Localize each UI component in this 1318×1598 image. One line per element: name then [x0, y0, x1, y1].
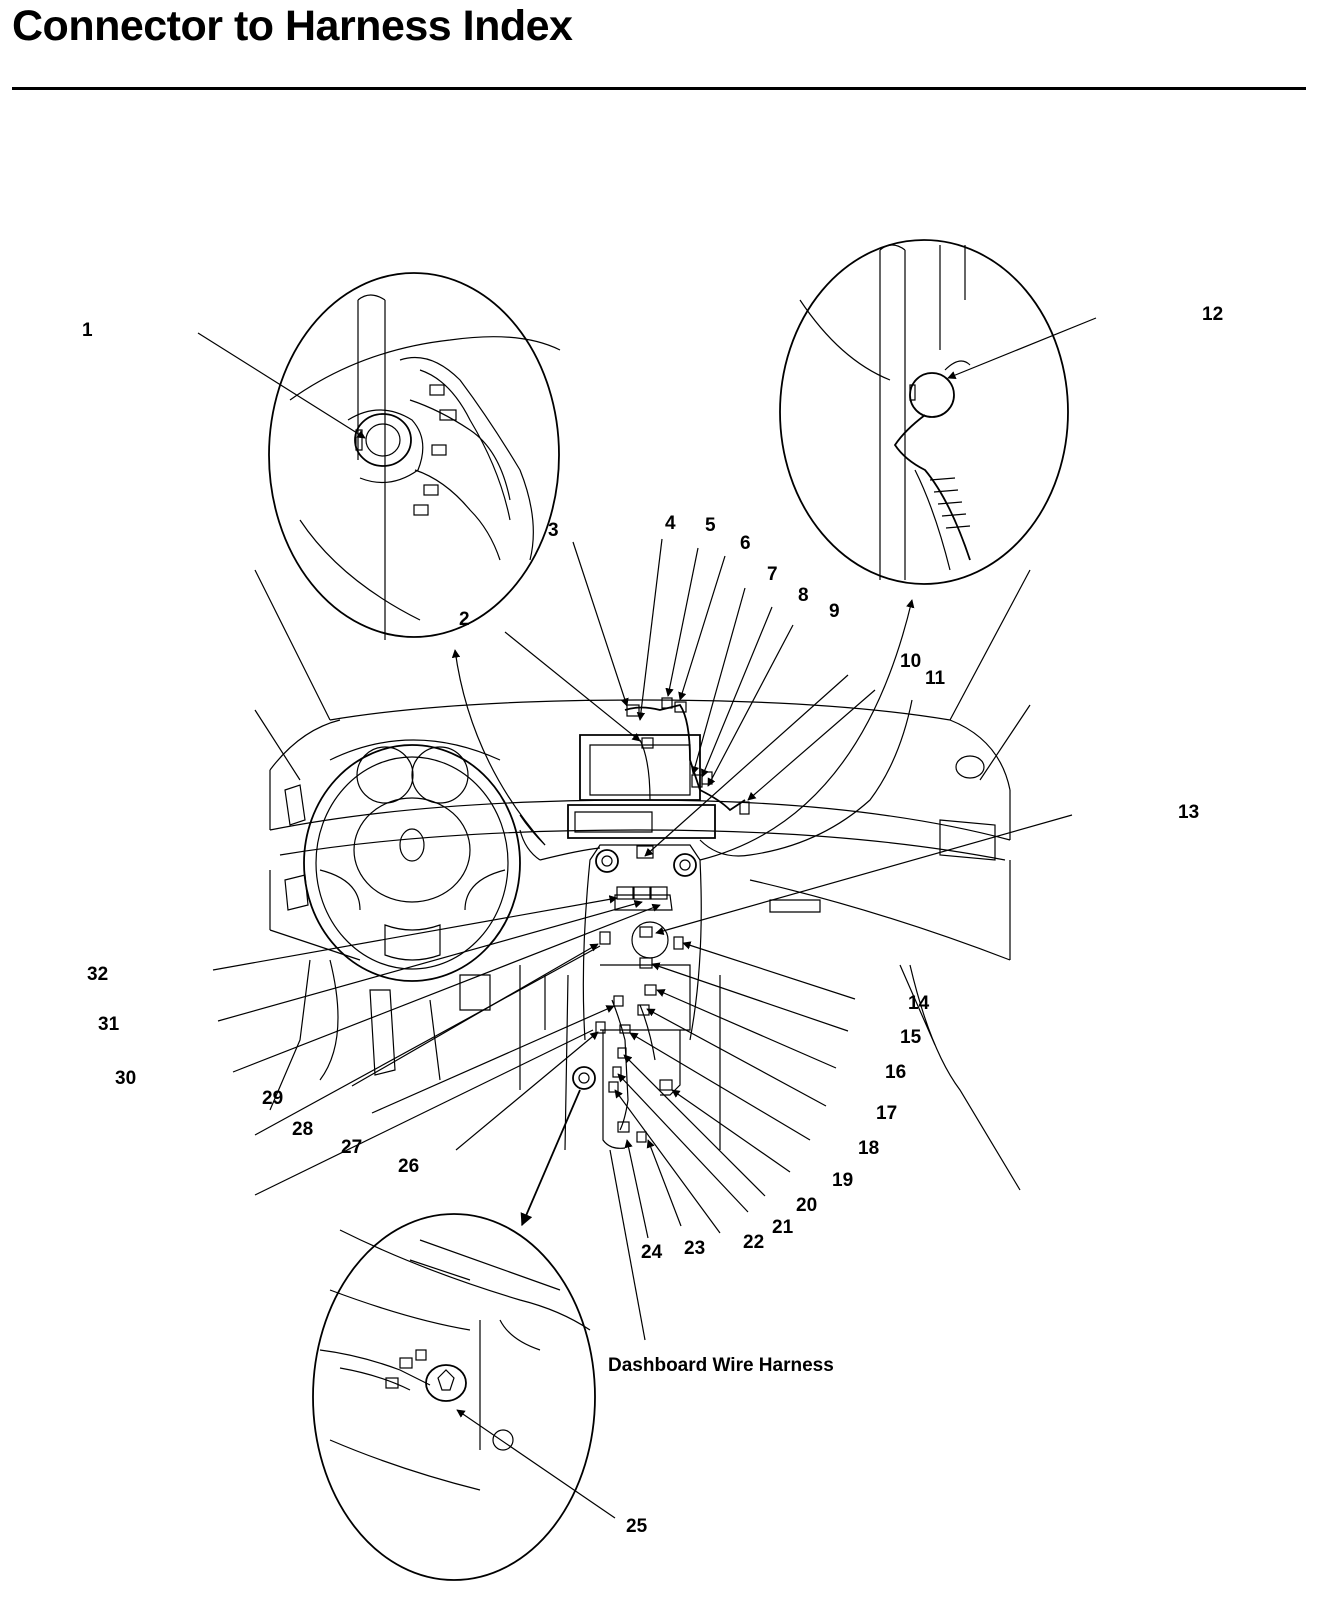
- callout-15: 15: [900, 1027, 922, 1048]
- callout-28: 28: [292, 1119, 313, 1140]
- callout-29: 29: [262, 1088, 283, 1109]
- callout-18: 18: [858, 1138, 879, 1159]
- callout-6: 6: [740, 533, 751, 554]
- callout-9: 9: [829, 601, 840, 622]
- callout-7: 7: [767, 564, 778, 585]
- connector-blocks: [595, 697, 750, 1143]
- detail-inset-lower: [312, 1213, 596, 1581]
- callout-13: 13: [1178, 802, 1199, 823]
- callout-10: 10: [900, 651, 921, 672]
- callout-24: 24: [641, 1242, 663, 1263]
- callout-32: 32: [87, 964, 108, 985]
- callout-14: 14: [908, 993, 930, 1014]
- page-title: Connector to Harness Index: [12, 2, 573, 50]
- callout-3: 3: [548, 520, 559, 541]
- detail-inset-upper-right: [779, 239, 1069, 585]
- callout-26: 26: [398, 1156, 419, 1177]
- callout-2: 2: [459, 609, 470, 630]
- callout-31: 31: [98, 1014, 120, 1035]
- callout-23: 23: [684, 1238, 705, 1259]
- callout-19: 19: [832, 1170, 853, 1191]
- callout-17: 17: [876, 1103, 897, 1124]
- callout-1: 1: [82, 320, 93, 341]
- callout-27: 27: [341, 1137, 362, 1158]
- callout-labels: 1 2 3 4 5 6 7 8 9 10 11 12 13 14 15 16 1…: [82, 304, 1223, 1537]
- dashboard-wire-harness: [519, 699, 913, 1131]
- callout-11: 11: [925, 668, 946, 689]
- callout-25: 25: [626, 1516, 648, 1537]
- callout-8: 8: [798, 585, 809, 606]
- callout-22: 22: [743, 1232, 764, 1253]
- callout-12: 12: [1202, 304, 1223, 325]
- callout-30: 30: [115, 1068, 136, 1089]
- title-divider: [12, 87, 1306, 90]
- callout-4: 4: [665, 513, 676, 534]
- callout-16: 16: [885, 1062, 906, 1083]
- callout-5: 5: [705, 515, 716, 536]
- callout-21: 21: [772, 1217, 794, 1238]
- steering-wheel: [303, 739, 521, 982]
- dashboard-outline: [254, 569, 1031, 1191]
- callout-20: 20: [796, 1195, 817, 1216]
- detail-inset-upper-left: [268, 272, 561, 640]
- leader-lines: [197, 317, 1097, 1519]
- dashboard-wire-harness-label: Dashboard Wire Harness: [608, 1355, 834, 1376]
